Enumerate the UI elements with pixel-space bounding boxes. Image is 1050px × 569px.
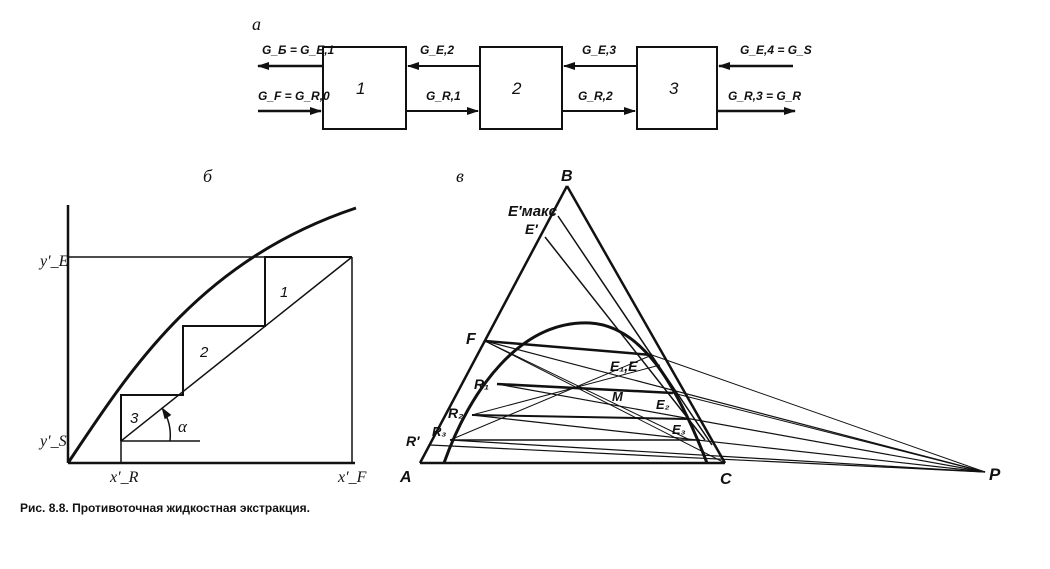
point-r3-label: R₃ <box>432 424 446 439</box>
op-line-r1-p <box>496 383 986 473</box>
point-r2-label: R₂ <box>448 405 463 421</box>
stage-1-label: 1 <box>356 79 365 98</box>
flow-label-gr3: G_R,3 = G_R <box>728 89 801 103</box>
panel-a-label: а <box>252 14 261 34</box>
vertex-c-label: C <box>720 471 732 488</box>
mix-line-r3-e1 <box>449 354 653 441</box>
stage-2-label: 2 <box>511 79 522 98</box>
op-line-f-p <box>484 340 986 473</box>
triangle-side-ab <box>418 185 569 464</box>
stage-1-box <box>322 46 407 130</box>
step-3-label: 3 <box>130 410 139 427</box>
panel-c-triangle-diagram: в A B C E′макс E′ F R₁ <box>399 166 1001 488</box>
flow-label-gb: G_Б = G_E,1 <box>262 43 335 57</box>
point-e1-label: E₁,E <box>610 358 638 374</box>
point-e3-label: E₃ <box>672 422 686 437</box>
step-2-label: 2 <box>199 344 209 361</box>
ys-tick-label: y′_S <box>38 433 67 450</box>
ye-tick-label: y′_E <box>38 253 69 270</box>
equilibrium-curve <box>66 206 357 464</box>
vertex-b-label: B <box>561 168 573 185</box>
tie-line-r1-e2 <box>496 382 674 395</box>
point-emax-label: E′макс <box>508 203 558 220</box>
panel-c-label: в <box>456 166 464 186</box>
flow-label-ge3: G_E,3 <box>582 43 616 57</box>
op-line-r2-p <box>471 414 986 473</box>
angle-arc <box>161 407 172 442</box>
point-e2-label: E₂ <box>656 397 670 412</box>
panel-a-block-diagram: а 1 2 3 G_Б = G_E,1 G_E,2 G_E,3 G_E,4 = … <box>252 14 812 130</box>
stage-steps <box>120 256 352 441</box>
mix-line-r2-e <box>471 364 661 416</box>
figure-caption: Рис. 8.8. Противоточная жидкостная экстр… <box>20 501 310 515</box>
op-line-e1-p <box>651 354 986 473</box>
line-emax <box>557 215 713 446</box>
xr-tick-label: x′_R <box>109 469 139 486</box>
mix-line-f-c <box>484 340 726 464</box>
stage-2-box <box>479 46 563 130</box>
panel-b-label: б <box>203 166 213 186</box>
flow-label-ge2: G_E,2 <box>420 43 454 57</box>
mix-line-f-e3 <box>484 340 691 441</box>
triangle-side-bc <box>565 185 727 464</box>
flow-label-ge4: G_E,4 = G_S <box>740 43 812 57</box>
flow-label-gr2: G_R,2 <box>578 89 613 103</box>
stage-3-label: 3 <box>669 79 679 98</box>
flow-label-gf: G_F = G_R,0 <box>258 89 330 103</box>
step-1-label: 1 <box>280 284 288 301</box>
stage-3-box <box>636 46 718 130</box>
vertex-a-label: A <box>399 469 412 486</box>
point-m-label: M <box>612 389 624 404</box>
point-eprime-label: E′ <box>525 221 538 237</box>
xf-tick-label: x′_F <box>337 469 367 486</box>
point-f-label: F <box>466 331 477 348</box>
op-line-e2-p <box>672 392 986 473</box>
op-line-rprime-p <box>429 444 986 473</box>
line-eprime <box>544 236 706 441</box>
point-p-label: P <box>989 465 1001 484</box>
op-line-r3-p <box>449 439 986 473</box>
panel-b-staircase-plot: б 1 2 3 α y′_E y′_S x′_R x′_F <box>38 166 367 486</box>
alpha-label: α <box>178 417 188 436</box>
point-rprime-label: R′ <box>406 433 420 449</box>
tie-line-f-e1 <box>484 339 653 357</box>
flow-label-gr1: G_R,1 <box>426 89 461 103</box>
point-r1-label: R₁ <box>474 376 489 392</box>
binodal-curve <box>442 321 709 464</box>
operating-line <box>120 256 353 442</box>
